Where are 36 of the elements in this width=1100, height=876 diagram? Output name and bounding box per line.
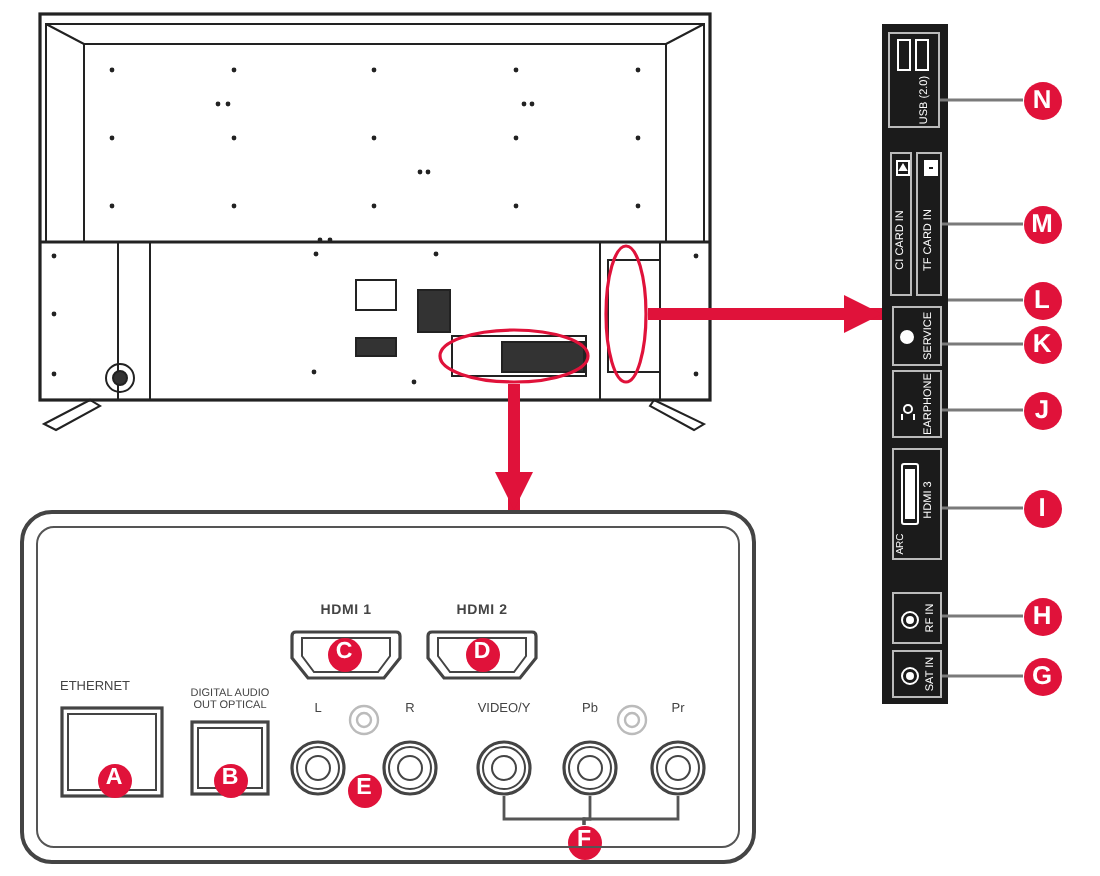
callout-letter: L: [1023, 281, 1061, 319]
leader-line: [940, 98, 1023, 102]
callout-letter: H: [1023, 597, 1061, 635]
callout-letter: K: [1023, 325, 1061, 363]
leader-line: [502, 796, 586, 825]
leader-line: [948, 298, 1023, 302]
arrow: [494, 384, 534, 510]
arrow: [648, 294, 882, 334]
callout-letter: B: [213, 763, 247, 797]
leader-line: [582, 796, 680, 825]
leader-line: [942, 674, 1023, 678]
leader-line: [942, 506, 1023, 510]
port-section: [890, 152, 912, 296]
connector-panel: [882, 24, 948, 704]
callout-letter: J: [1023, 391, 1061, 429]
callout-letter: I: [1023, 489, 1061, 527]
connector-panel: [20, 510, 756, 864]
callout-letter: N: [1023, 81, 1061, 119]
leader-line: [942, 222, 1023, 226]
leader-line: [942, 342, 1023, 346]
callout-letter: F: [567, 825, 601, 859]
callout-letter: M: [1023, 205, 1061, 243]
port-section: [888, 32, 940, 128]
port-section: [892, 650, 942, 698]
leader-line: [942, 408, 1023, 412]
port-section: [892, 306, 942, 366]
callout-letter: E: [347, 773, 381, 807]
leader-line: [942, 614, 1023, 618]
callout-letter: D: [465, 637, 499, 671]
callout-letter: A: [97, 763, 131, 797]
callout-letter: G: [1023, 657, 1061, 695]
port-section: [892, 370, 942, 438]
port-section: [892, 592, 942, 644]
port-section: [892, 448, 942, 560]
callout-letter: C: [327, 637, 361, 671]
port-section: [916, 152, 942, 296]
